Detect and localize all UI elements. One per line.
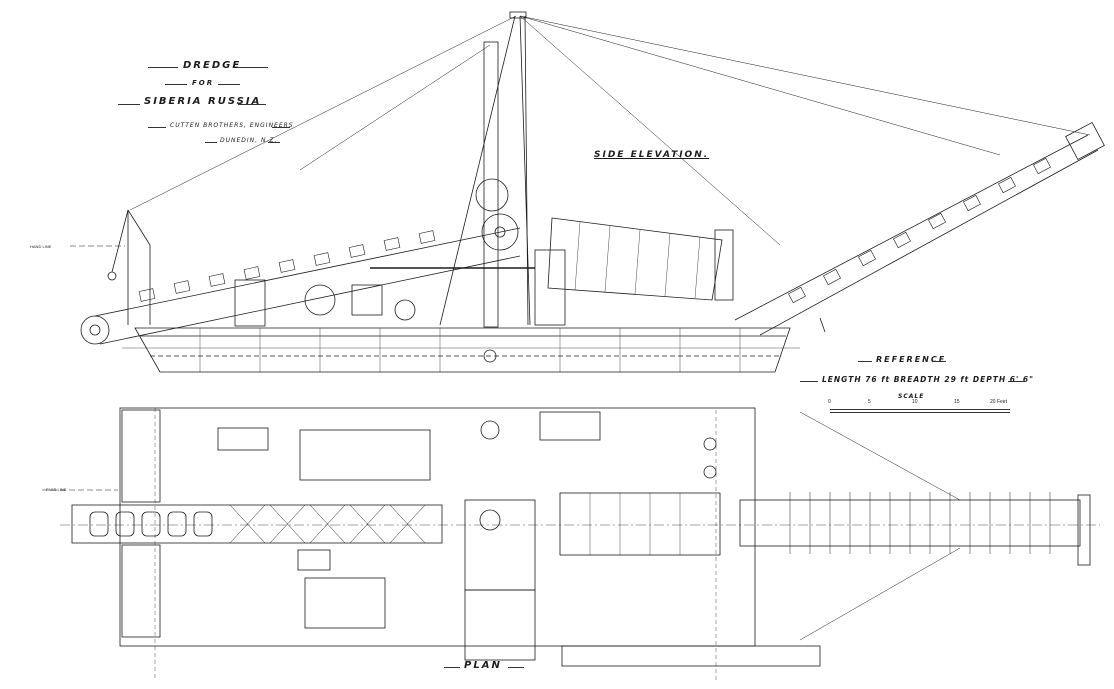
hull-porthole: [483, 349, 497, 363]
plan-rule-right: [508, 667, 524, 668]
title-for: FOR: [192, 79, 215, 87]
stay-wires: [129, 15, 1091, 246]
plan-boiler: [304, 577, 386, 629]
scale-heading: SCALE: [898, 393, 925, 400]
engineers-rule-right: [272, 127, 290, 128]
city-rule-right: [268, 142, 280, 143]
dimensions-rule-left: [800, 381, 818, 382]
engineers-rule-left: [148, 127, 166, 128]
revolving-screen: [547, 217, 723, 301]
screen-bands: [574, 221, 701, 299]
title-rule-left: [148, 67, 178, 68]
reference-rule-right: [932, 361, 946, 362]
plan-hull: [119, 407, 756, 647]
plan-guy-wires: [799, 411, 961, 641]
place-rule-right: [238, 104, 266, 105]
bucket-ladder: [94, 227, 521, 345]
title-place: SIBERIA RUSSIA: [144, 96, 262, 107]
plan-tank: [539, 411, 601, 441]
hull: [134, 327, 791, 373]
scale-tick-0: 0: [828, 399, 831, 405]
pontoon-starboard: [121, 544, 161, 638]
label-plan: PLAN: [464, 660, 502, 671]
pulley: [394, 299, 416, 321]
reference-rule-left: [858, 361, 872, 362]
boiler: [351, 284, 383, 316]
plan-drive-pulley: [479, 509, 501, 531]
tumbler-sheave: [107, 271, 117, 281]
upper-sheave: [475, 178, 509, 212]
scale-tick-5: 5: [868, 399, 871, 405]
for-rule-right: [218, 84, 240, 85]
plan-feed-pump: [297, 549, 331, 571]
plan-lower-gearing: [464, 589, 536, 661]
stacker-support: [819, 317, 826, 333]
plan-buckets: [89, 511, 213, 537]
plan-revolving-screen: [559, 492, 721, 556]
lower-tumbler: [80, 315, 110, 345]
for-rule-left: [165, 84, 187, 85]
screen-end-frame: [714, 229, 734, 301]
derrick-rear-leg: [519, 15, 531, 326]
stacker-head: [1065, 121, 1105, 161]
buckets: [138, 230, 436, 302]
lower-tumbler-hub: [89, 324, 101, 336]
gantry-brace: [111, 209, 129, 273]
mast-head: [509, 11, 527, 19]
engine-block: [234, 279, 266, 327]
scale-tick-15: 15: [954, 399, 960, 405]
plan-rule-left: [444, 667, 460, 668]
plan-stacker-buckets: [789, 492, 1051, 554]
main-drive-hub: [494, 226, 506, 238]
side-elevation-view: [70, 11, 1105, 373]
plan-winch-house: [299, 429, 431, 481]
pontoon-port: [121, 409, 161, 503]
plan-stacker-head: [1077, 494, 1091, 566]
annotation-hand-line: HAND LINE: [30, 244, 52, 249]
plan-drive-gears: [464, 499, 536, 591]
title-rule-right: [238, 67, 268, 68]
hull-frames: [199, 328, 741, 372]
dimensions-rule-right: [1008, 381, 1026, 382]
plan-circle-2: [703, 437, 717, 451]
stacker-buckets: [788, 157, 1051, 304]
plan-stern-extension: [561, 645, 821, 667]
pump-column: [534, 249, 566, 326]
winch-drum: [304, 284, 336, 316]
title-dredge: DREDGE: [183, 60, 242, 71]
label-side-elevation: SIDE ELEVATION.: [594, 150, 710, 160]
main-drive-wheel: [481, 213, 519, 251]
scale-tick-20: 20 Feet: [990, 399, 1007, 405]
title-engineers: CUTTEN BROTHERS, ENGINEERS: [170, 122, 294, 129]
annotation-pass-line: PASS LINE: [46, 487, 67, 492]
scale-bar: 0 5 10 15 20 Feet: [828, 399, 1010, 417]
ladder-bracing: [229, 504, 426, 544]
reference-dimensions: LENGTH 76 ft BREADTH 29 ft DEPTH 6' 6": [822, 375, 1034, 384]
plan-screen-bands: [589, 493, 681, 555]
derrick-rear-leg-2: [524, 15, 529, 326]
place-rule-left: [118, 104, 140, 105]
plan-circle-1: [480, 420, 500, 440]
stacker-ladder: [734, 134, 1099, 336]
chimney: [483, 41, 499, 328]
title-city: DUNEDIN, N.Z.: [220, 137, 278, 144]
plan-bucket-ladder: [71, 504, 443, 544]
plan-engine-1: [217, 427, 269, 451]
derrick-front-leg: [439, 15, 516, 326]
scale-tick-10: 10: [912, 399, 918, 405]
gantry-frame-left: [127, 209, 151, 325]
plan-circle-3: [703, 465, 717, 479]
reference-heading: REFERENCE: [876, 355, 947, 364]
plan-view: [42, 407, 1100, 680]
city-rule-left: [205, 142, 217, 143]
